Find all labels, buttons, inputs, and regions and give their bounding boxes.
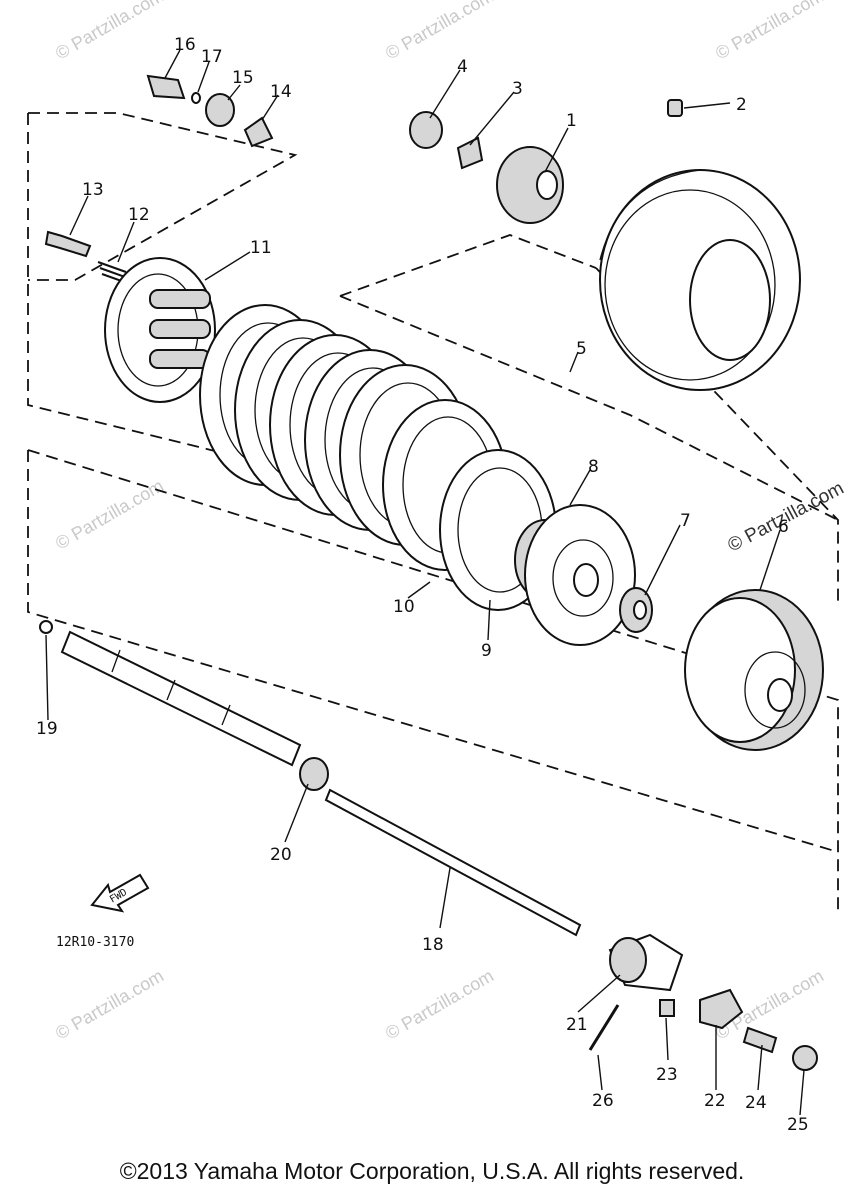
callout-24: 24 xyxy=(745,1093,767,1113)
top-small-parts xyxy=(44,74,683,285)
callout-13: 13 xyxy=(82,180,104,200)
callout-10: 10 xyxy=(393,597,415,617)
pressure-plate xyxy=(104,257,216,403)
callout-19: 19 xyxy=(36,719,58,739)
callout-14: 14 xyxy=(270,82,292,102)
callout-8: 8 xyxy=(588,457,599,477)
callout-22: 22 xyxy=(704,1091,726,1111)
watermark: © Partzilla.com xyxy=(382,0,497,63)
watermark: © Partzilla.com xyxy=(52,475,167,553)
copyright-notice: ©2013 Yamaha Motor Corporation, U.S.A. A… xyxy=(119,1158,745,1184)
callout-9: 9 xyxy=(481,641,492,661)
callout-5: 5 xyxy=(576,339,587,359)
callout-26: 26 xyxy=(592,1091,614,1111)
callout-21: 21 xyxy=(566,1015,588,1035)
callout-6: 6 xyxy=(778,517,789,537)
callout-23: 23 xyxy=(656,1065,678,1085)
callout-2: 2 xyxy=(736,95,747,115)
friction-plate-stack xyxy=(199,304,557,611)
callout-7: 7 xyxy=(680,511,691,531)
forward-arrow: FWD xyxy=(90,873,150,913)
callout-15: 15 xyxy=(232,68,254,88)
callout-11: 11 xyxy=(250,238,272,258)
clutch-exploded-diagram: © Partzilla.com © Partzilla.com © Partzi… xyxy=(27,0,847,1135)
callout-4: 4 xyxy=(457,57,468,77)
callout-labels: 1 2 3 4 5 6 7 8 9 10 11 12 13 14 15 16 1… xyxy=(36,35,809,1135)
callout-20: 20 xyxy=(270,845,292,865)
watermark: © Partzilla.com xyxy=(52,965,167,1043)
watermark: © Partzilla.com xyxy=(382,965,497,1043)
callout-25: 25 xyxy=(787,1115,809,1135)
callout-3: 3 xyxy=(512,79,523,99)
primary-driven-gear xyxy=(496,146,564,224)
callout-12: 12 xyxy=(128,205,150,225)
callout-16: 16 xyxy=(174,35,196,55)
diagram-code: 12R10-3170 xyxy=(56,935,134,950)
axle-washer xyxy=(299,757,329,791)
clutch-housing-cover xyxy=(599,169,801,391)
watermark: © Partzilla.com xyxy=(712,0,827,63)
leader-lines xyxy=(45,49,805,1116)
watermark: © Partzilla.com xyxy=(52,0,167,63)
push-rod xyxy=(324,788,582,937)
main-axle xyxy=(39,620,302,767)
push-lever-assembly xyxy=(588,933,818,1071)
clutch-housing-gear xyxy=(684,589,824,751)
callout-18: 18 xyxy=(422,935,444,955)
clutch-boss xyxy=(514,504,636,646)
callout-1: 1 xyxy=(566,111,577,131)
callout-17: 17 xyxy=(201,47,223,67)
thrust-washer xyxy=(619,587,653,633)
